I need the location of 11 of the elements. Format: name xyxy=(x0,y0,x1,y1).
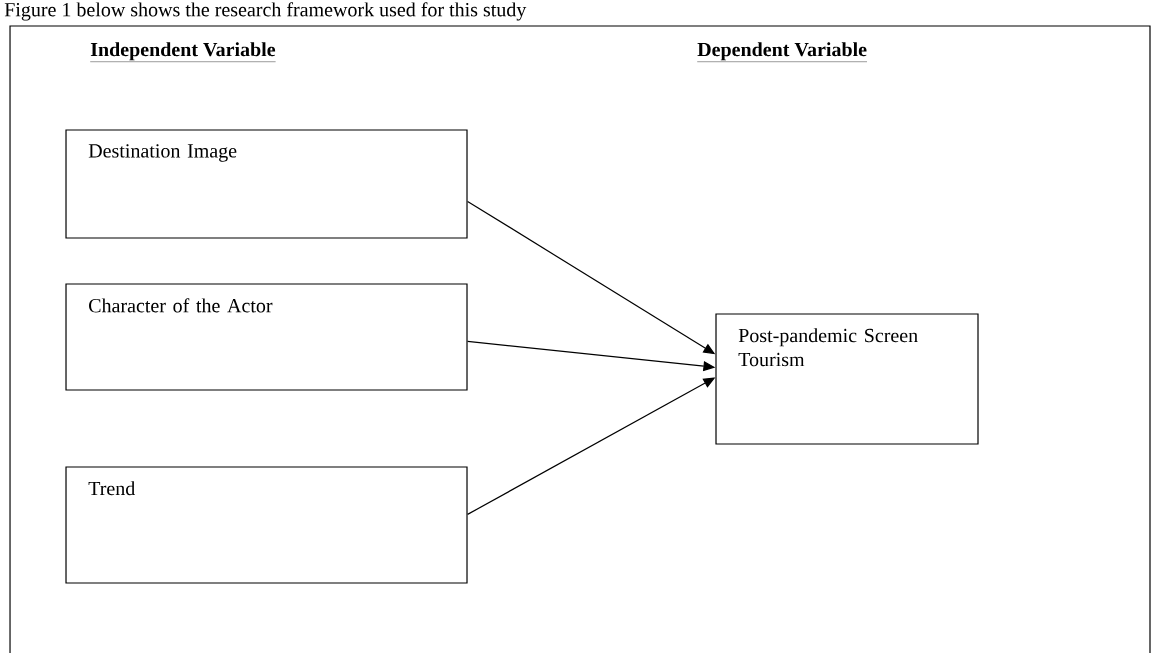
variable-box xyxy=(715,313,979,445)
variable-box xyxy=(65,466,468,584)
variable-box xyxy=(65,129,468,239)
box-text: Post-pandemic Screen Tourism xyxy=(738,328,918,367)
box-text: Character of the Actor xyxy=(89,298,273,313)
column-heading: Independent Variable xyxy=(90,42,276,62)
caption: Figure 1 below shows the research framework used for this study xyxy=(4,2,527,21)
box-text: Destination Image xyxy=(88,144,237,162)
variable-box xyxy=(65,283,468,391)
box-text: Trend xyxy=(88,481,136,496)
column-heading: Dependent Variable xyxy=(697,42,868,62)
